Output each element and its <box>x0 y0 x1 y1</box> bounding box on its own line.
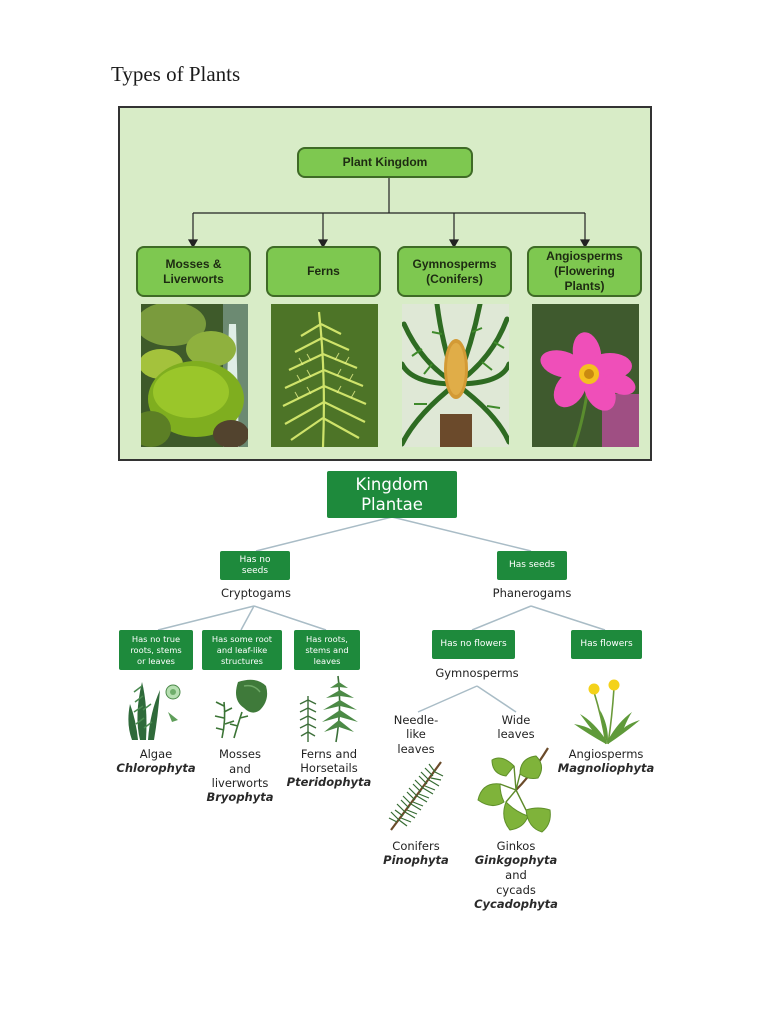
dandelion-icon <box>572 678 642 746</box>
magnoliophyta-scientific-name: Magnoliophyta <box>557 761 655 775</box>
ferns-common-name-1: Ferns and <box>300 747 358 761</box>
top-connector-lines <box>187 178 591 249</box>
needle-like-label-2: like <box>406 727 426 741</box>
wide-leaves-label-2: leaves <box>497 727 535 741</box>
ferns-common-name-2: Horsetails <box>300 761 358 775</box>
angiosperms-box: Angiosperms (Flowering Plants) <box>527 246 642 297</box>
needle-like-label-3: leaves <box>397 742 435 756</box>
ginkos-and-label: and <box>505 868 527 882</box>
cycadophyta-scientific-name: Cycadophyta <box>474 897 558 911</box>
needle-like-label-1: Needle- <box>393 713 439 727</box>
plant-kingdom-diagram: Plant Kingdom Mosses & Liverworts Ferns … <box>118 106 652 461</box>
gymnosperms-label: Gymnosperms <box>435 666 519 680</box>
mosses-liverworts-box: Mosses & Liverworts <box>136 246 251 297</box>
phanerogams-label: Phanerogams <box>492 586 572 600</box>
algae-scientific-name: Chlorophyta <box>116 761 196 775</box>
angiosperms-common-name: Angiosperms <box>568 747 644 761</box>
algae-icon <box>122 676 186 742</box>
cycad-photo <box>402 304 509 447</box>
no-true-roots-box: Has no true roots, stems or leaves <box>119 630 193 670</box>
gymnosperms-box: Gymnosperms (Conifers) <box>397 246 512 297</box>
ferns-scientific-name: Pteridophyta <box>286 775 372 789</box>
cosmos-flower-photo <box>532 304 639 447</box>
ginkos-common-name: Ginkos <box>496 839 536 853</box>
ferns-box: Ferns <box>266 246 381 297</box>
has-seeds-box: Has seeds <box>497 551 567 580</box>
conifers-common-name: Conifers <box>392 839 440 853</box>
page-title: Types of Plants <box>111 62 241 86</box>
kingdom-plantae-box: Kingdom Plantae <box>327 471 457 518</box>
mosses-common-name-2: and <box>229 762 251 776</box>
ginkgo-icon <box>476 744 552 834</box>
has-flowers-box: Has flowers <box>571 630 642 659</box>
fern-photo <box>271 304 378 447</box>
has-no-seeds-box: Has no seeds <box>220 551 290 580</box>
has-roots-box: Has roots, stems and leaves <box>294 630 360 670</box>
has-no-flowers-box: Has no flowers <box>432 630 515 659</box>
conifer-icon <box>385 758 447 832</box>
cycads-common-name: cycads <box>496 883 536 897</box>
ginkgophyta-scientific-name: Ginkgophyta <box>474 853 558 867</box>
algae-common-name: Algae <box>139 747 173 761</box>
plant-kingdom-box: Plant Kingdom <box>297 147 473 178</box>
mosses-common-name-1: Mosses <box>218 747 261 761</box>
moss-icon <box>208 676 272 742</box>
some-root-box: Has some root and leaf-like structures <box>202 630 282 670</box>
wide-leaves-label-1: Wide <box>501 713 531 727</box>
mosses-scientific-name: Bryophyta <box>206 790 274 804</box>
mosses-common-name-3: liverworts <box>211 776 269 790</box>
moss-photo <box>141 304 248 447</box>
fern-icon <box>296 674 362 744</box>
conifers-scientific-name: Pinophyta <box>383 853 449 867</box>
cryptogams-label: Cryptogams <box>221 586 291 600</box>
